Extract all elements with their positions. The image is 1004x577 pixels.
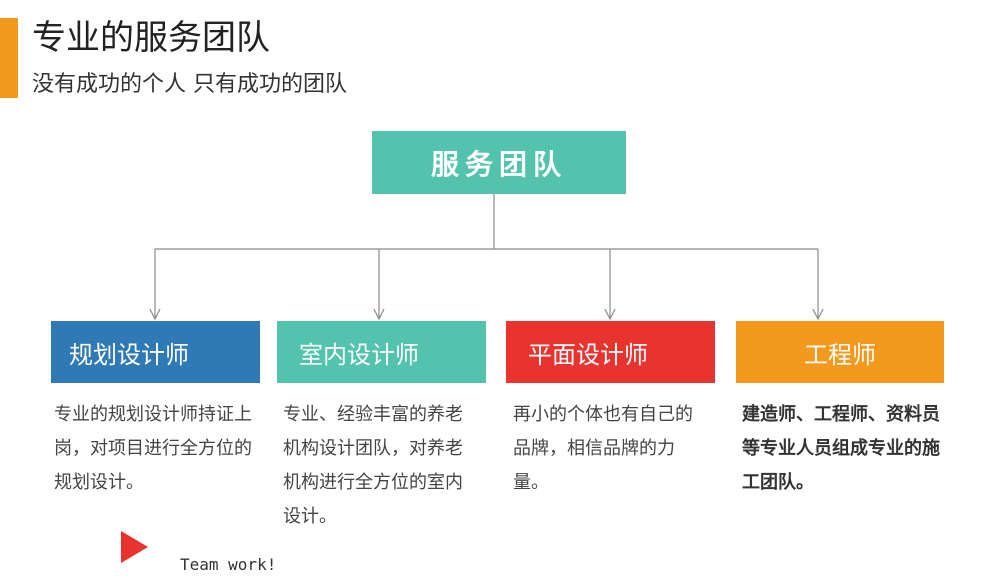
- node-engineer-description: 建造师、工程师、资料员等专业人员组成专业的施工团队。: [742, 404, 940, 493]
- connector-branch-2: [373, 249, 385, 321]
- page-title: 专业的服务团队: [32, 18, 270, 58]
- node-graphic-designer: 平面设计师: [506, 321, 715, 383]
- node-planning-designer: 规划设计师: [51, 321, 260, 383]
- diagram-root-node: 服务团队: [372, 131, 626, 194]
- page-subtitle: 没有成功的个人 只有成功的团队: [32, 72, 347, 97]
- node-graphic-designer-description: 再小的个体也有自己的品牌，相信品牌的力量。: [513, 404, 693, 493]
- connector-branch-3: [604, 249, 616, 321]
- footer-team-work-text: Team work!: [180, 555, 277, 574]
- node-engineer: 工程师: [736, 321, 944, 383]
- connector-branch-1: [149, 249, 161, 321]
- connector-branch-4: [812, 249, 824, 321]
- node-interior-designer: 室内设计师: [277, 321, 486, 383]
- play-triangle-icon: [121, 531, 148, 563]
- node-planning-designer-description: 专业的规划设计师持证上岗，对项目进行全方位的规划设计。: [54, 404, 252, 493]
- node-interior-designer-description: 专业、经验丰富的养老机构设计团队，对养老机构进行全方位的室内设计。: [283, 404, 463, 527]
- header-accent-bar: [0, 18, 18, 98]
